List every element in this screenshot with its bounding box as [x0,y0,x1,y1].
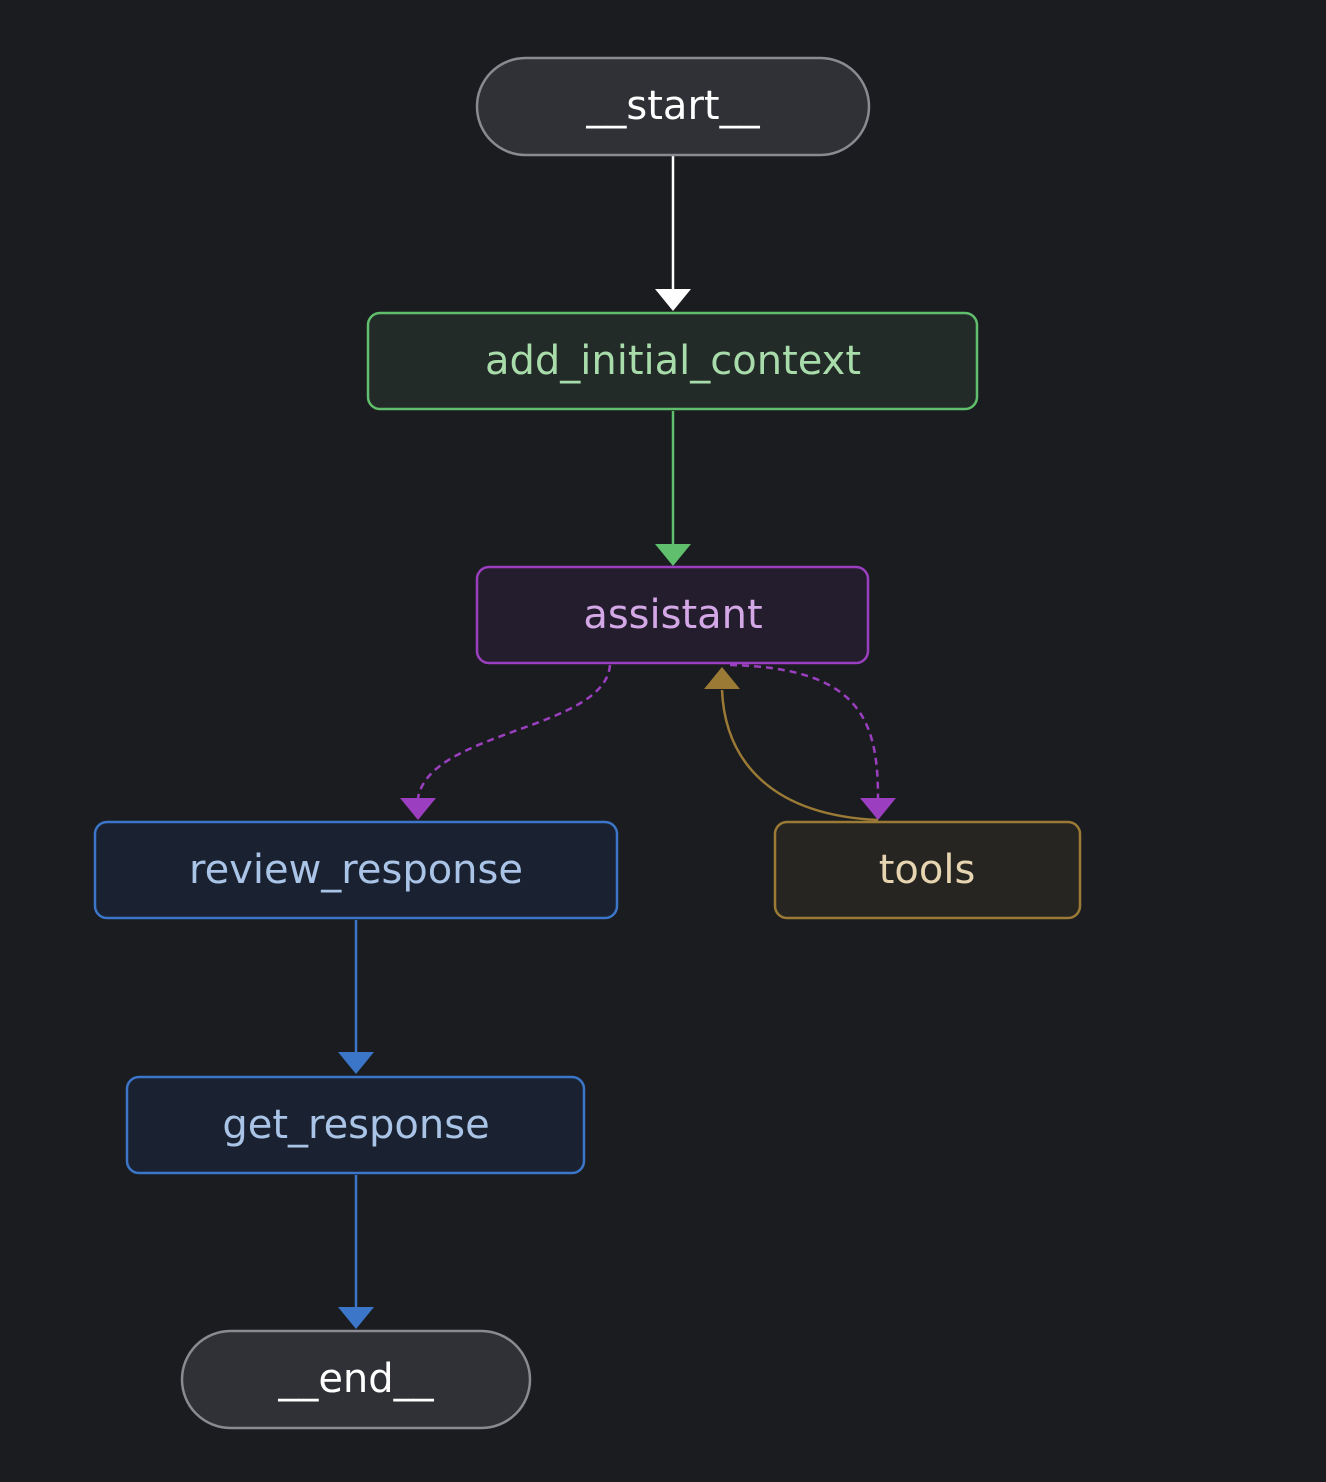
node-get-response[interactable]: get_response [125,1075,586,1175]
node-box[interactable] [475,565,870,665]
node-label: get_response [222,1102,489,1148]
edge-line [416,664,612,799]
arrowhead-icon [655,544,691,566]
arrowhead-icon [704,667,740,689]
edge-add-initial-context-to-assistant [655,411,691,566]
node-box[interactable] [475,56,871,157]
node-label: __start__ [585,83,760,129]
node-label: add_initial_context [485,338,861,384]
node-label: review_response [189,847,523,893]
arrowhead-icon [400,798,436,820]
node-box[interactable] [93,820,619,920]
node-box[interactable] [366,311,979,411]
arrowhead-icon [338,1052,374,1074]
edge-review-response-to-get-response [338,920,374,1074]
node-start[interactable]: __start__ [475,56,871,157]
graph-nodes: __start__ add_initial_context assistant … [93,56,1082,1430]
edge-assistant-to-review-response [400,664,612,820]
node-tools[interactable]: tools [773,820,1082,920]
edge-tools-to-assistant [704,667,879,822]
graph-edges [338,156,896,1329]
edge-line [729,663,880,799]
node-add-initial-context[interactable]: add_initial_context [366,311,979,411]
node-box[interactable] [773,820,1082,920]
node-label: assistant [583,592,762,638]
arrowhead-icon [338,1307,374,1329]
node-review-response[interactable]: review_response [93,820,619,920]
node-box[interactable] [180,1329,532,1430]
edge-start-to-add-initial-context [655,156,691,311]
edge-line [720,689,879,822]
node-label: __end__ [277,1356,434,1402]
node-label: tools [879,847,976,893]
node-end[interactable]: __end__ [180,1329,532,1430]
edge-get-response-to-end [338,1175,374,1329]
node-assistant[interactable]: assistant [475,565,870,665]
edge-assistant-to-tools [729,663,896,820]
arrowhead-icon [860,798,896,820]
node-box[interactable] [125,1075,586,1175]
arrowhead-icon [655,289,691,311]
